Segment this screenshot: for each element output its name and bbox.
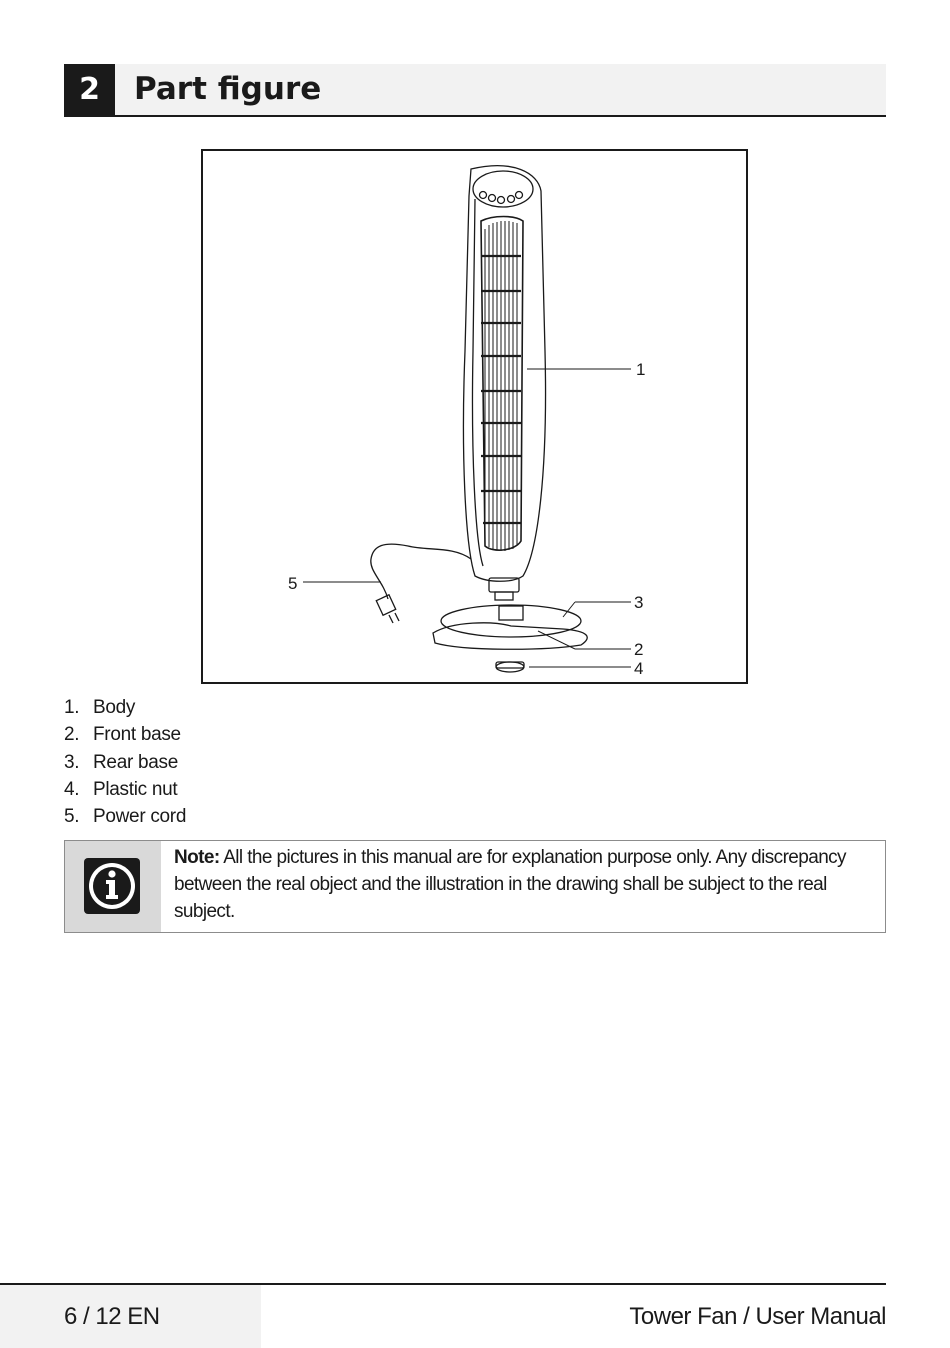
document-title: Tower Fan / User Manual — [629, 1303, 886, 1330]
note-body: All the pictures in this manual are for … — [174, 847, 847, 922]
note-box: Note: All the pictures in this manual ar… — [64, 840, 886, 933]
info-icon — [84, 858, 140, 914]
part-label: Front base — [93, 724, 181, 746]
callout-1: 1 — [636, 360, 645, 379]
list-item: 1.Body — [64, 694, 186, 721]
footer-divider — [0, 1283, 886, 1285]
section-title: Part figure — [134, 71, 322, 107]
footer-page-cell: 6 / 12 EN — [0, 1285, 261, 1348]
part-label: Rear base — [93, 751, 178, 773]
callout-2: 2 — [634, 640, 643, 659]
callout-5: 5 — [288, 574, 297, 593]
note-icon-cell — [65, 841, 161, 932]
list-item: 3.Rear base — [64, 749, 186, 776]
part-figure: 1 2 3 4 5 — [201, 149, 748, 684]
part-label: Body — [93, 697, 136, 718]
part-label: Plastic nut — [93, 778, 178, 800]
tower-fan-illustration: 1 2 3 4 5 — [288, 165, 645, 678]
list-item: 4.Plastic nut — [64, 776, 186, 803]
callout-4: 4 — [634, 659, 643, 678]
page-number: 6 / 12 EN — [64, 1303, 160, 1330]
section-header: 2 Part figure — [64, 64, 886, 117]
section-number: 2 — [64, 64, 115, 115]
list-item: 2.Front base — [64, 721, 186, 748]
note-text: Note: All the pictures in this manual ar… — [174, 844, 874, 925]
list-item: 5.Power cord — [64, 803, 186, 830]
part-label: Power cord — [93, 806, 187, 828]
note-prefix: Note: — [174, 847, 220, 868]
parts-list: 1.Body 2.Front base 3.Rear base 4.Plasti… — [64, 694, 186, 830]
callout-3: 3 — [634, 593, 643, 612]
